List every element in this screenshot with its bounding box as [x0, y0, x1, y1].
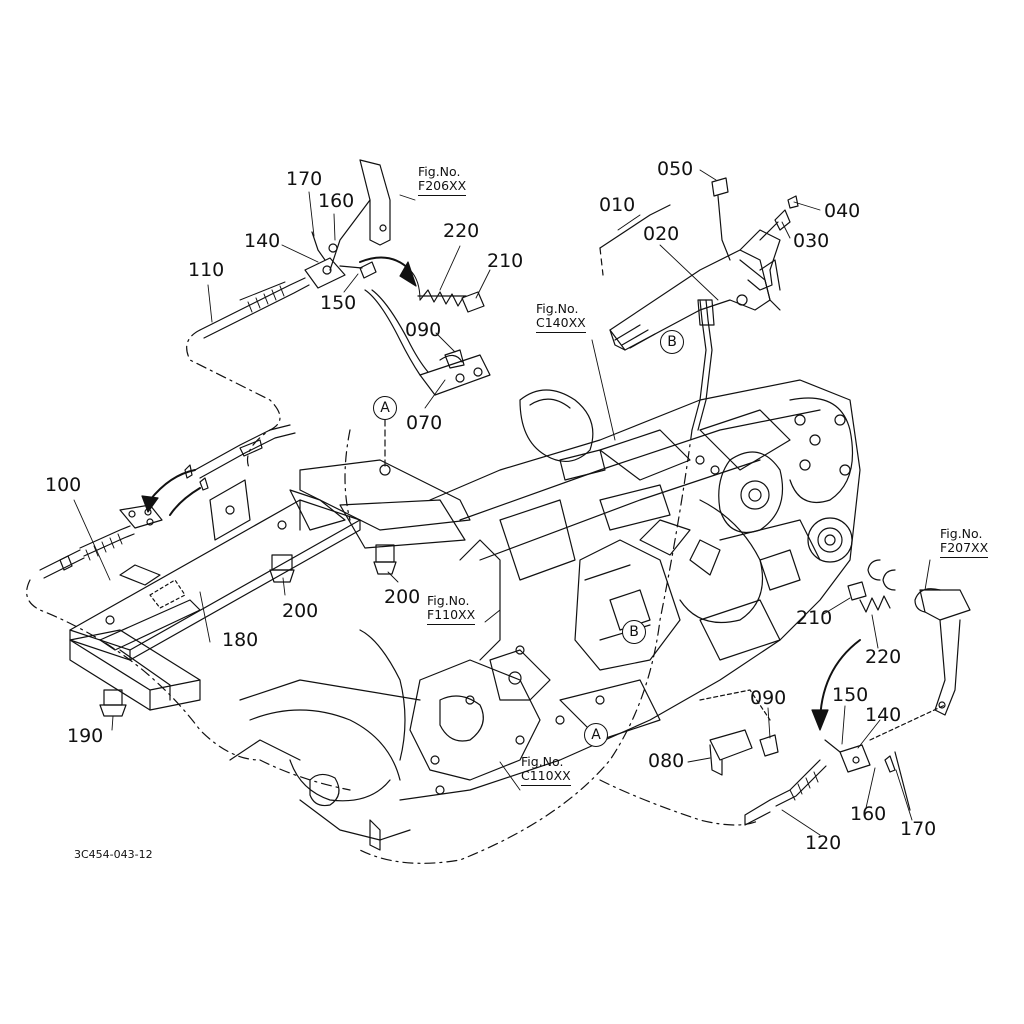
figure-ref-label: Fig.No. [418, 164, 461, 179]
front-frame [230, 630, 420, 850]
part-label-150-right: 150 [832, 684, 869, 706]
bracket-190 [70, 630, 200, 710]
figure-ref-number: F110XX [427, 608, 476, 625]
part-label-080: 080 [648, 750, 685, 772]
figure-ref-label: Fig.No. [427, 593, 470, 608]
part-label-030: 030 [793, 230, 830, 252]
marker-a-top: A [373, 396, 397, 420]
right-pedal-assembly [700, 560, 970, 825]
figure-ref-label: Fig.No. [521, 754, 564, 769]
part-label-160-right: 160 [850, 803, 887, 825]
part-label-210-right: 210 [796, 607, 833, 629]
motion-arrow-left-2 [170, 488, 200, 515]
part-label-090-right: 090 [750, 687, 787, 709]
part-label-170-right: 170 [900, 818, 937, 840]
part-label-220-top: 220 [443, 220, 480, 242]
spring-220-top [410, 270, 484, 312]
part-label-190: 190 [67, 725, 104, 747]
part-label-010: 010 [599, 194, 636, 216]
part-label-140-top: 140 [244, 230, 281, 252]
part-label-140-right: 140 [865, 704, 902, 726]
part-label-210-top: 210 [487, 250, 524, 272]
part-label-100: 100 [45, 474, 82, 496]
bracket-plate-upper [300, 420, 470, 548]
motion-arrowhead-top [400, 262, 416, 286]
figure-ref-label: Fig.No. [536, 301, 579, 316]
upper-bracket [330, 160, 490, 395]
figure-ref-c140: Fig.No. C140XX [536, 301, 586, 333]
part-label-150-top: 150 [320, 292, 357, 314]
part-label-180: 180 [222, 629, 259, 651]
motion-arrowhead-left [142, 496, 158, 512]
marker-a-bottom: A [584, 723, 608, 747]
part-label-090-top: 090 [405, 319, 442, 341]
marker-b-bottom: B [622, 620, 646, 644]
marker-b-top: B [660, 330, 684, 354]
part-label-170-top: 170 [286, 168, 323, 190]
part-label-070: 070 [406, 412, 443, 434]
transmission-housing [400, 380, 860, 800]
figure-ref-number: F207XX [940, 541, 989, 558]
motion-arrowhead-right [812, 710, 828, 730]
figure-ref-f207: Fig.No. F207XX [940, 526, 989, 558]
part-label-120: 120 [805, 832, 842, 854]
diagram-code: 3C454-043-12 [74, 848, 153, 861]
part-label-220-right: 220 [865, 646, 902, 668]
cable-100 [40, 425, 295, 578]
leader-lines [74, 170, 930, 835]
figure-ref-number: F206XX [418, 179, 467, 196]
part-label-050: 050 [657, 158, 694, 180]
part-label-200-left: 200 [282, 600, 319, 622]
part-label-160-top: 160 [318, 190, 355, 212]
part-label-020: 020 [643, 223, 680, 245]
figure-ref-number: C110XX [521, 769, 571, 786]
figure-ref-number: C140XX [536, 316, 586, 333]
cable-110 [200, 232, 376, 338]
bolt-200-right [374, 545, 396, 574]
pedal-plate-180 [70, 480, 360, 660]
figure-ref-label: Fig.No. [940, 526, 983, 541]
figure-ref-c110: Fig.No. C110XX [521, 754, 571, 786]
motion-arrow-left [150, 470, 195, 500]
bolt-190 [100, 690, 126, 716]
figure-ref-f110: Fig.No. F110XX [427, 593, 476, 625]
part-label-110: 110 [188, 259, 225, 281]
part-label-200-right: 200 [384, 586, 421, 608]
bolt-200-left [270, 555, 294, 582]
part-label-040: 040 [824, 200, 861, 222]
hand-brake-lever [600, 178, 798, 430]
figure-ref-f206: Fig.No. F206XX [418, 164, 467, 196]
